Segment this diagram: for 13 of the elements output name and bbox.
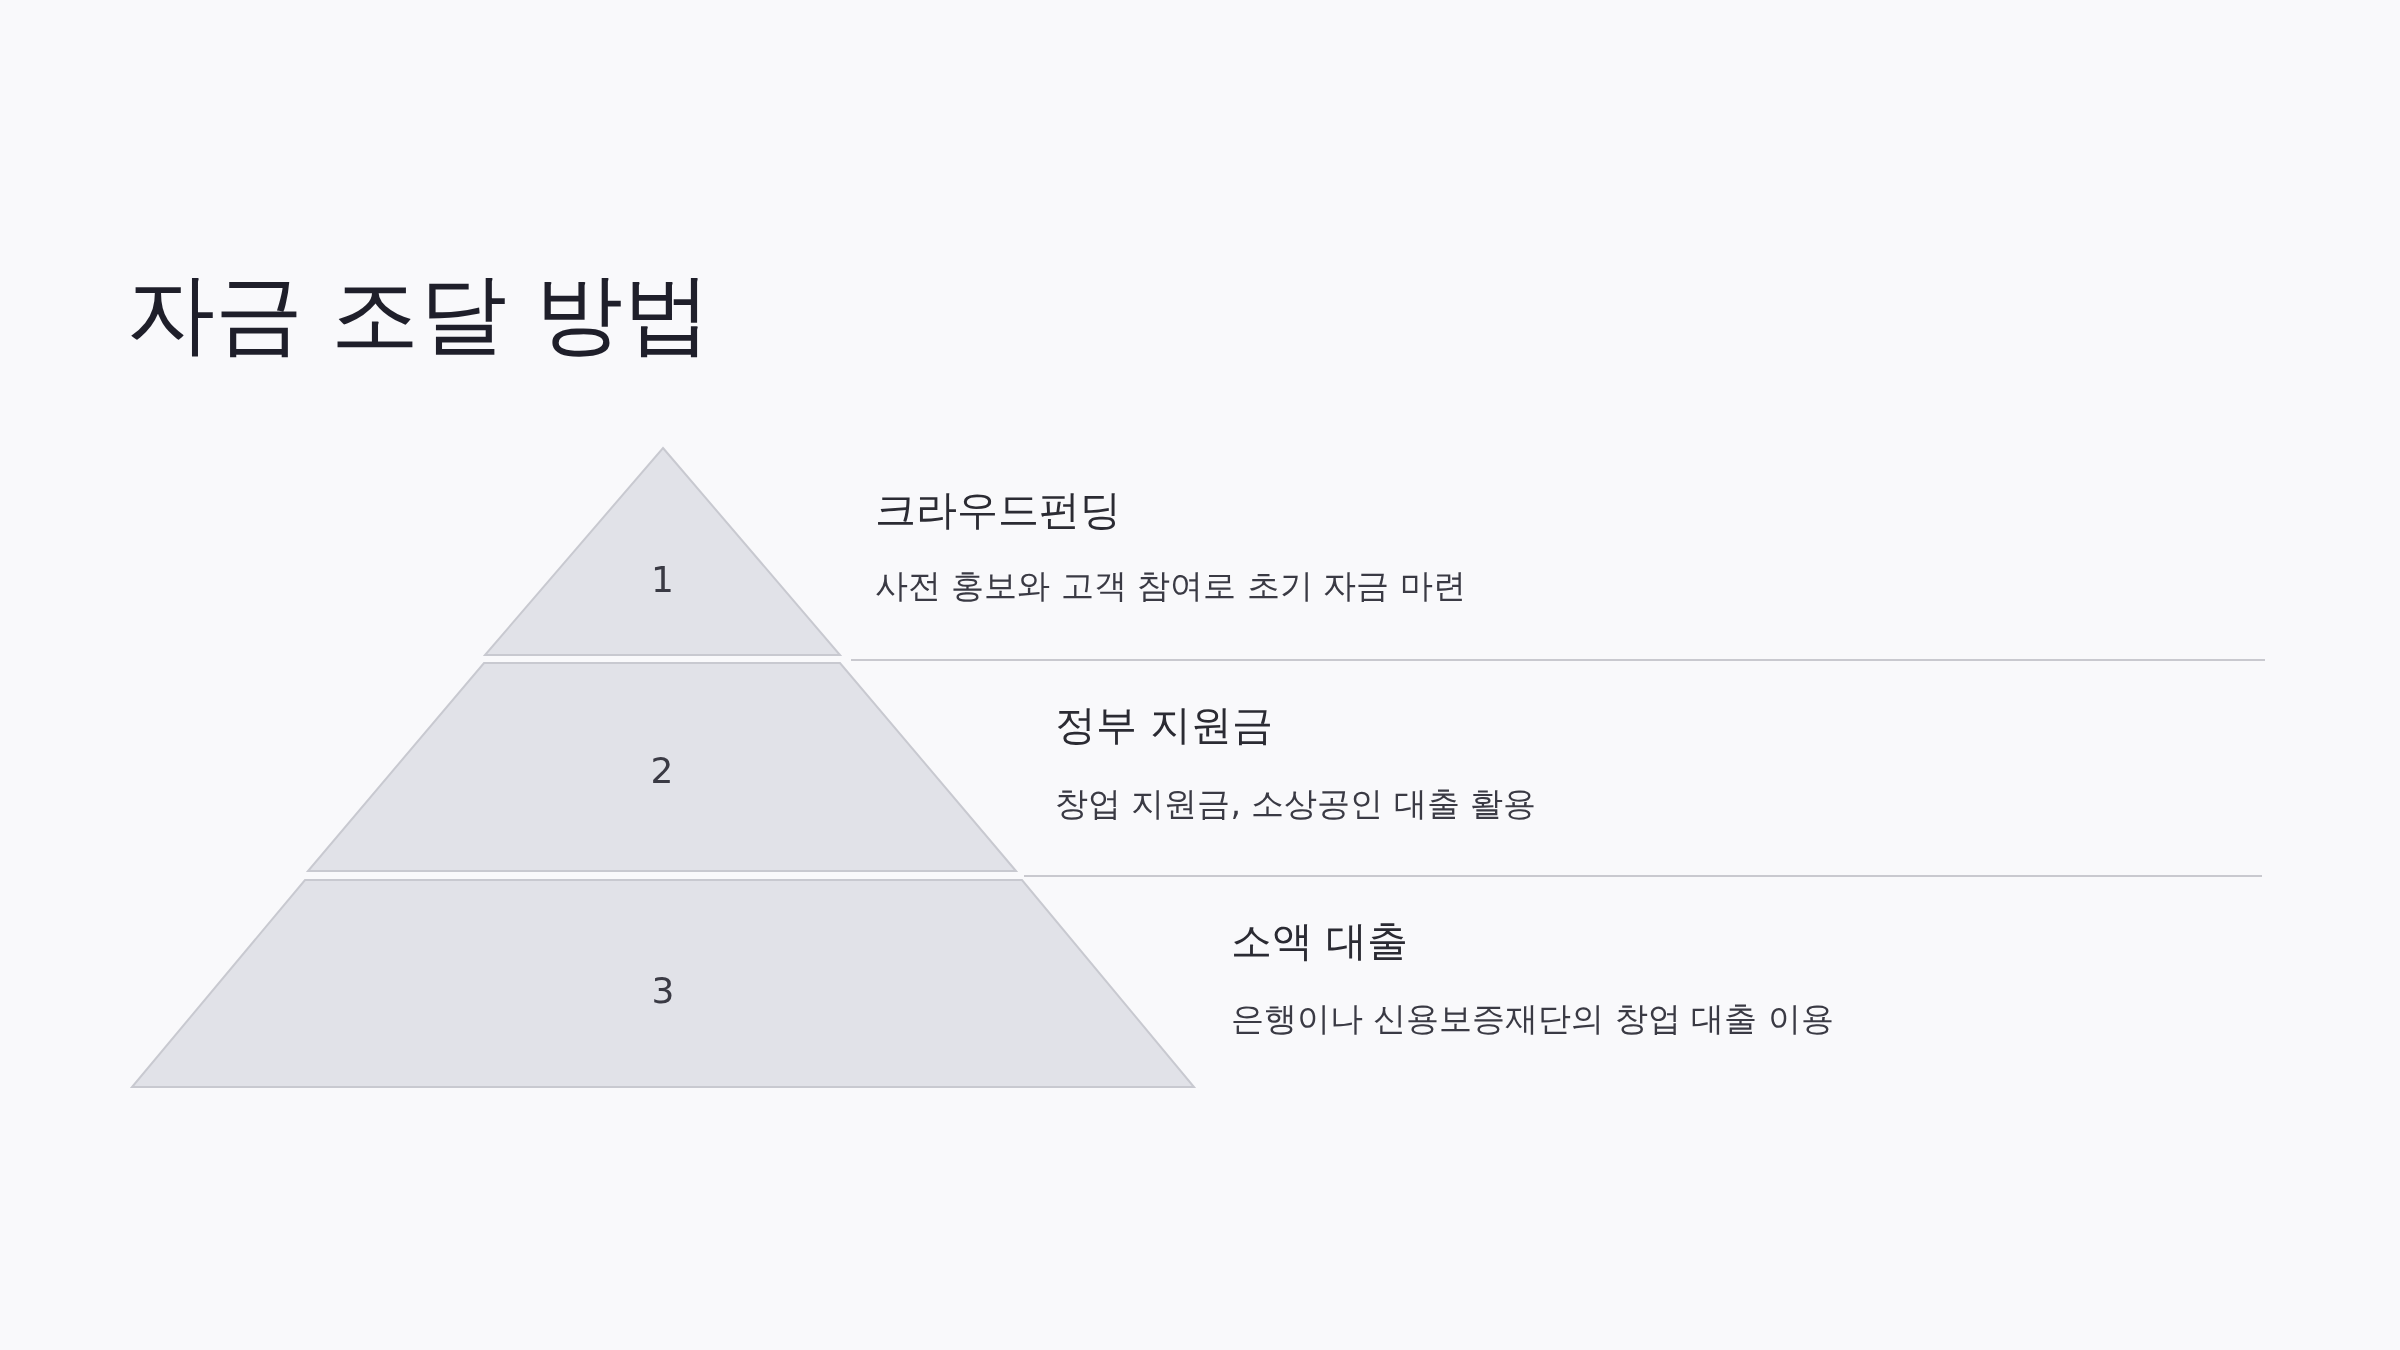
title: 자금 조달 방법 <box>127 261 711 367</box>
pyramid-tier <box>132 880 1194 1087</box>
pyramid-top <box>485 448 840 655</box>
tier-number: 3 <box>650 969 676 1011</box>
tier-heading: 크라우드펀딩 <box>875 484 1121 536</box>
tier-number: 2 <box>649 749 675 791</box>
tier-heading: 소액 대출 <box>1231 915 1409 967</box>
tier-heading: 정부 지원금 <box>1055 699 1274 751</box>
tier-description: 사전 홍보와 고객 참여로 초기 자금 마련 <box>875 564 1466 607</box>
tier-description: 창업 지원금, 소상공인 대출 활용 <box>1055 782 1537 825</box>
tier-number: 1 <box>650 558 675 600</box>
tier-description: 은행이나 신용보증재단의 창업 대출 이용 <box>1231 997 1834 1040</box>
pyramid-tier <box>308 663 1016 871</box>
